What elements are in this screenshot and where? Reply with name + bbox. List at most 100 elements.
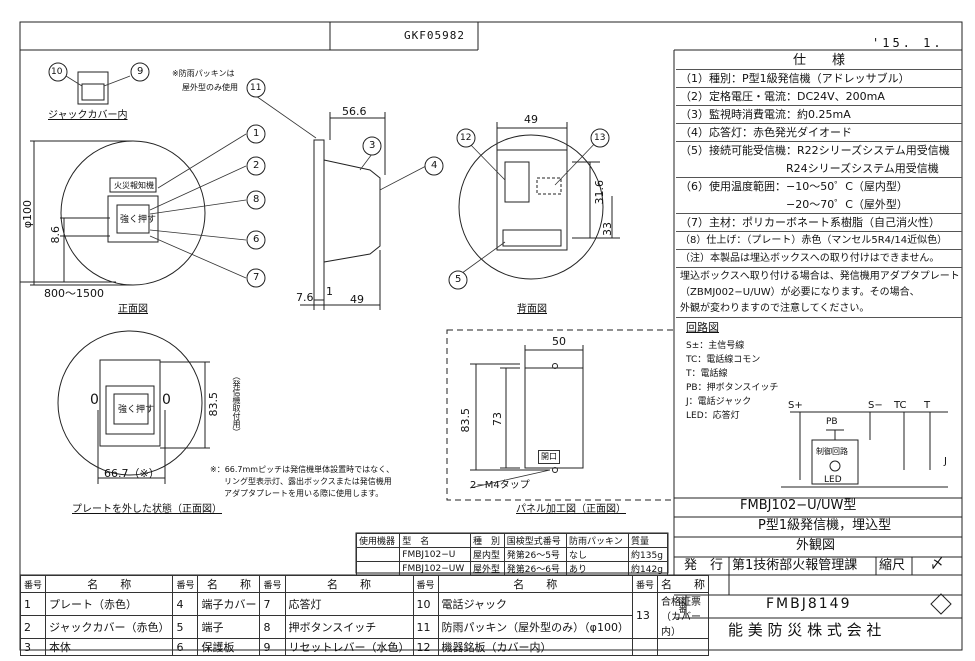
part-no: 6: [172, 638, 199, 656]
vertical-note: （発信機取付用）: [232, 372, 241, 436]
part-name: 電話ジャック: [437, 592, 633, 616]
table-row: FMBJ102−U 屋内型 発第26〜5号 なし 約135g: [355, 547, 668, 562]
dim-800-1500: 800〜1500: [44, 287, 104, 300]
model-cell: [355, 547, 401, 562]
callout-6: 6: [253, 234, 260, 245]
model-cell: FMBJ102−UW: [399, 561, 471, 576]
spec-item-5b: R24シリーズシステム用受信機: [676, 160, 962, 178]
model-cell: 発第26〜5号: [503, 547, 568, 562]
part-name: 応答灯: [284, 592, 414, 616]
table-row: 3 本体 6 保護板 9 リセットレバー（水色） 12 機器銘板（カバー内）: [19, 638, 709, 656]
part-name: ジャックカバー（赤色）: [45, 615, 174, 639]
title-scale: 〆: [930, 556, 944, 572]
callout-4: 4: [431, 160, 438, 171]
model-table-header: 使用機器 型 名 種 別 国検型式番号 防雨パッキン 質量: [355, 533, 668, 548]
pitch-note-3: アダプタプレートを用いる際に使用します。: [224, 489, 384, 498]
callout-13: 13: [594, 133, 606, 143]
callout-10: 10: [51, 67, 63, 77]
part-no: 12: [412, 638, 439, 656]
panel-view-label: パネル加工図（正面図）: [516, 504, 626, 515]
model-header-type: 種 別: [469, 533, 505, 548]
spec-note-2: 埋込ボックスへ取り付ける場合は、発信機用アダプタプレート: [680, 271, 960, 282]
parts-header-no: 番号: [19, 575, 47, 593]
model-header-mass: 質量: [628, 533, 668, 548]
circuit-ctrl: 制御回路: [816, 447, 848, 456]
title-model: FMBJ102−U/UW型: [740, 498, 857, 513]
part-name: 合格証票（カバー内）: [656, 592, 709, 639]
dim-49-side: 49: [350, 293, 364, 306]
dim-0-left: 0: [90, 392, 99, 408]
parts-header-name: 名 称: [656, 575, 709, 593]
parts-header-name: 名 称: [45, 575, 174, 593]
dim-0-right: 0: [162, 392, 171, 408]
title-name: P型1級発信機，埋込型: [758, 518, 892, 533]
callout-3: 3: [369, 140, 376, 151]
spec-item-5: （5）接続可能受信機：R22シリーズシステム用受信機: [680, 144, 950, 157]
part-empty: [656, 638, 709, 656]
part-no: 9: [259, 638, 286, 656]
dim-83-5-panel: 83.5: [459, 408, 472, 433]
parts-header-no: 番号: [412, 575, 439, 593]
waterproof-note-1: ※防雨パッキンは: [172, 69, 235, 78]
parts-header-name: 名 称: [284, 575, 414, 593]
callout-1: 1: [253, 128, 260, 139]
spec-item-8: （8）仕上げ：（プレート）赤色（マンセル5R4/14近似色）: [676, 232, 962, 250]
part-empty: [631, 638, 658, 656]
spec-note-3: （ZBMJ002−U/UW）が必要になります。その場合、: [680, 287, 920, 298]
spec-item-4: （4）応答灯：赤色発光ダイオード: [676, 124, 962, 142]
plate-removed-label: プレートを外した状態（正面図）: [72, 504, 222, 515]
dim-31-6: 31.6: [593, 180, 606, 205]
circuit-legend-6: LED：応答灯: [686, 411, 740, 421]
model-header-cert: 国検型式番号: [503, 533, 568, 548]
panel-opening: 開口: [538, 450, 560, 464]
model-cell: 屋内型: [469, 547, 505, 562]
part-name: 押ボタンスイッチ: [284, 615, 414, 639]
circuit-s-plus: S+: [788, 400, 803, 411]
callout-8: 8: [253, 194, 260, 205]
part-no: 8: [259, 615, 286, 639]
model-header-model: 型 名: [399, 533, 471, 548]
dim-1: 1: [326, 285, 333, 298]
circuit-title: 回路図: [686, 321, 719, 334]
parts-header-no: 番号: [259, 575, 286, 593]
part-name: リセットレバー（水色）: [284, 638, 414, 656]
dim-50: 50: [552, 335, 566, 348]
table-row: 1 プレート（赤色） 4 端子カバー 7 応答灯 10 電話ジャック 13 合格…: [19, 592, 709, 639]
dim-73: 73: [491, 412, 504, 426]
spec-item-6: （6）使用温度範囲：−10〜50゜C（屋内型）: [680, 180, 908, 193]
dim-66-7: 66.7（※）: [104, 467, 160, 480]
spec-note-4: 外観が変わりますので注意してください。: [676, 300, 962, 318]
part-name: 保護板: [197, 638, 261, 656]
dim-56-6: 56.6: [342, 105, 367, 118]
model-cell: 屋外型: [469, 561, 505, 576]
callout-7: 7: [253, 272, 260, 283]
model-cell: 約135g: [628, 547, 668, 562]
circuit-led: LED: [824, 475, 842, 485]
callout-2: 2: [253, 160, 260, 171]
model-header-packing: 防雨パッキン: [566, 533, 630, 548]
parts-header-no: 番号: [631, 575, 658, 593]
part-no: 4: [172, 592, 199, 616]
circuit-legend-4: PB：押ボタンスイッチ: [686, 383, 779, 393]
callout-11: 11: [250, 83, 262, 93]
part-name: プレート（赤色）: [45, 592, 174, 616]
circuit-legend-3: T：電話線: [686, 369, 728, 379]
dim-83-5-plate: 83.5: [207, 392, 220, 417]
pitch-note-1: ※：66.7mmピッチは発信機単体設置時ではなく、: [210, 465, 395, 474]
parts-header-name: 名 称: [437, 575, 633, 593]
part-no: 2: [19, 615, 47, 639]
dim-49-back: 49: [524, 113, 538, 126]
part-name: 端子: [197, 615, 261, 639]
push-label-plate: 強く押す: [118, 405, 155, 415]
fire-label: 火災報知機: [114, 181, 154, 190]
title-drawing: 外観図: [796, 538, 836, 553]
jack-cover-label: ジャックカバー内: [48, 110, 128, 121]
part-name: 防雨パッキン（屋外型のみ）（φ100）: [437, 615, 633, 639]
part-name: 機器銘板（カバー内）: [437, 638, 633, 656]
doc-date: '15. 1.: [872, 36, 944, 50]
spec-item-2: （2）定格電圧・電流：DC24V、200mA: [676, 88, 962, 106]
spec-item-3: （3）監視時消費電流：約0.25mA: [676, 106, 962, 124]
parts-header-row: 番号 名 称 番号 名 称 番号 名 称 番号 名 称 番号 名 称: [19, 575, 709, 593]
dim-7-6: 7.6: [296, 291, 314, 304]
